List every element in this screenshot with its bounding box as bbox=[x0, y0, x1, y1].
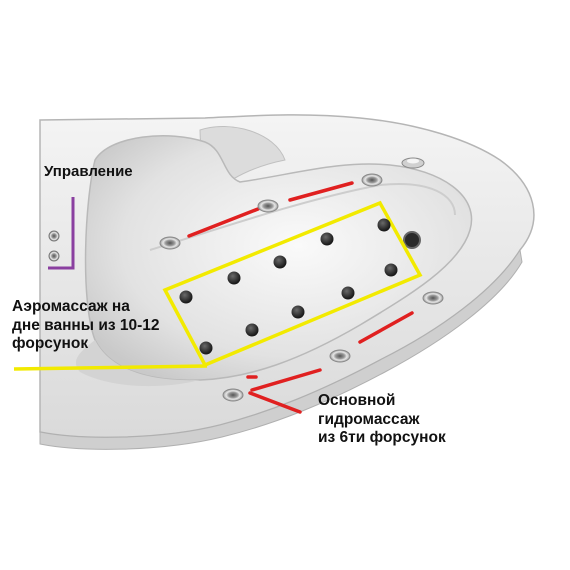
hydro-label-line-3: из 6ти форсунок bbox=[318, 429, 446, 447]
hydro-jet bbox=[159, 236, 181, 250]
basin-shadow bbox=[75, 340, 200, 387]
hydro-markers bbox=[187, 181, 414, 414]
aero-jet bbox=[273, 255, 287, 269]
aero-frame bbox=[162, 200, 423, 368]
aero-jets bbox=[179, 218, 398, 355]
aero-jet bbox=[320, 232, 334, 246]
aero-jet bbox=[341, 286, 355, 300]
hydro-marker bbox=[288, 181, 354, 202]
hydro-jet bbox=[329, 349, 351, 363]
aero-jet bbox=[245, 323, 259, 337]
hydro-jet bbox=[257, 199, 279, 213]
hydro-pointer-line bbox=[248, 391, 302, 414]
control-knob-icon bbox=[48, 230, 60, 242]
aero-jet bbox=[384, 263, 398, 277]
aero-jet bbox=[377, 218, 391, 232]
control-marker bbox=[48, 197, 75, 270]
control-knob-icon bbox=[48, 250, 60, 262]
aero-jet bbox=[179, 290, 193, 304]
hydro-marker bbox=[358, 311, 414, 344]
aero-jet bbox=[199, 341, 213, 355]
hydro-marker bbox=[250, 368, 322, 392]
hydro-label-line-1: Основной bbox=[318, 392, 396, 409]
aero-label-line-2: дне ванны из 10-12 bbox=[12, 316, 160, 334]
tub-front-edge bbox=[39, 248, 523, 450]
control-label-text: Управление bbox=[44, 163, 133, 180]
hydro-label-line-2: гидромассаж bbox=[318, 410, 420, 428]
hydro-jets bbox=[159, 173, 444, 402]
aero-label: Аэромассаж на дне ванны из 10-12 форсуно… bbox=[12, 298, 232, 354]
aero-jet bbox=[227, 271, 241, 285]
hydro-jet bbox=[422, 291, 444, 305]
hydro-marker bbox=[187, 207, 260, 238]
aero-jet bbox=[291, 305, 305, 319]
hydro-label: Основной гидромассаж из 6ти форсунок bbox=[318, 392, 518, 448]
hydro-jet bbox=[222, 388, 244, 402]
aero-label-line-1: Аэромассаж на bbox=[12, 298, 130, 315]
control-label: Управление bbox=[44, 163, 133, 181]
drain-icon bbox=[403, 231, 421, 249]
aero-label-line-3: форсунок bbox=[12, 335, 89, 353]
aero-pointer-line bbox=[13, 364, 208, 371]
basin-lip bbox=[149, 183, 456, 251]
hydro-jet bbox=[361, 173, 383, 187]
control-knobs bbox=[48, 230, 60, 262]
